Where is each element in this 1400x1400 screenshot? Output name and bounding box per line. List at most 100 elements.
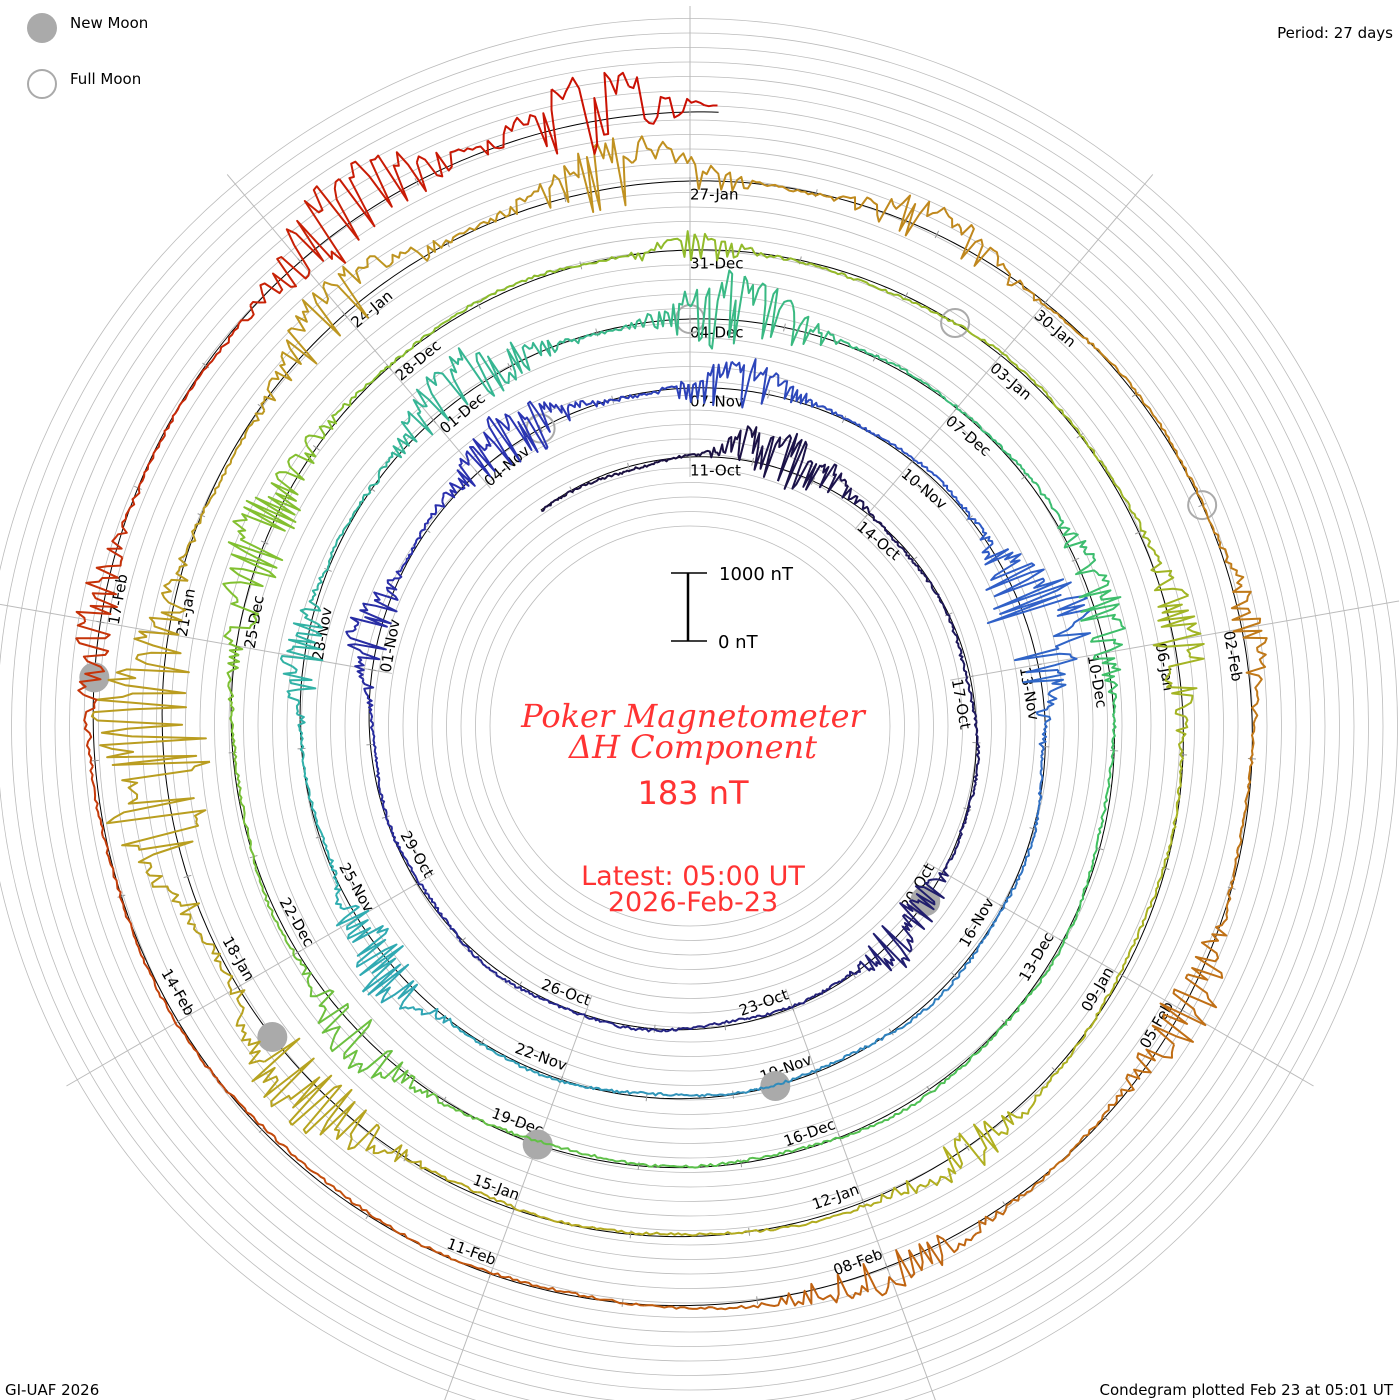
- dh-trace-segment: [890, 1175, 953, 1199]
- dh-trace-segment: [624, 1090, 669, 1097]
- dh-trace-segment: [448, 347, 511, 397]
- dh-trace-segment: [106, 488, 141, 559]
- dh-trace-segment: [83, 693, 98, 767]
- dh-trace-segment: [832, 1193, 892, 1217]
- day-tick: [293, 950, 302, 955]
- dh-trace-segment: [892, 194, 959, 237]
- dh-trace-segment: [1022, 669, 1067, 716]
- dh-trace-segment: [1080, 613, 1126, 666]
- dh-trace-segment: [477, 1191, 535, 1215]
- dh-trace-segment: [713, 1155, 766, 1167]
- dh-trace-segment: [260, 347, 302, 412]
- day-tick: [297, 258, 304, 265]
- date-label: 28-Nov: [309, 606, 336, 662]
- dh-trace-segment: [566, 480, 597, 494]
- dh-trace-segment: [1031, 798, 1042, 842]
- dh-trace-segment: [285, 178, 360, 264]
- dh-trace-segment: [624, 461, 657, 473]
- dh-trace-segment: [961, 411, 1001, 446]
- new-moon-marker: [522, 1129, 553, 1160]
- dh-trace-segment: [1152, 594, 1205, 658]
- dh-trace-segment: [1032, 481, 1065, 523]
- dh-trace-segment: [1210, 524, 1245, 587]
- dh-trace-segment: [913, 989, 948, 1019]
- day-tick: [814, 1068, 818, 1077]
- dh-trace-segment: [661, 1163, 715, 1169]
- date-label: 17-Oct: [948, 677, 975, 730]
- full-moon-marker: [1187, 490, 1218, 521]
- day-tick: [934, 230, 940, 239]
- dh-trace-segment: [881, 437, 917, 462]
- day-tick: [1071, 557, 1080, 562]
- dh-trace-segment: [602, 1020, 639, 1032]
- dh-trace-segment: [280, 622, 324, 668]
- day-tick: [645, 1093, 648, 1102]
- day-tick: [413, 881, 421, 886]
- dh-trace-segment: [1175, 716, 1189, 776]
- dh-trace-segment: [291, 1084, 379, 1151]
- dh-trace-segment: [690, 269, 746, 350]
- dh-trace-segment: [790, 304, 836, 347]
- grid-spoke: [785, 988, 936, 1400]
- dh-trace-segment: [990, 1000, 1027, 1041]
- dh-trace-segment: [235, 1001, 265, 1065]
- date-label: 13-Dec: [1015, 929, 1057, 984]
- dh-trace-segment: [343, 366, 387, 407]
- dh-trace-segment: [106, 760, 211, 825]
- date-label: 03-Jan: [986, 359, 1035, 404]
- dh-trace-segment: [400, 534, 422, 570]
- dh-trace-segment: [270, 446, 317, 502]
- credit: GI-UAF 2026: [5, 1381, 99, 1399]
- dh-trace-segment: [541, 492, 568, 513]
- dh-trace-segment: [418, 501, 446, 535]
- dh-trace-segment: [550, 71, 630, 155]
- dh-trace-segment: [1076, 863, 1094, 914]
- dh-trace-segment: [899, 900, 933, 951]
- day-tick: [1131, 391, 1139, 398]
- dh-trace-segment: [533, 1212, 594, 1229]
- dh-trace-segment: [1155, 832, 1174, 891]
- dh-trace-segment: [148, 969, 184, 1033]
- dh-trace-segment: [138, 578, 189, 638]
- dh-trace-segment: [325, 848, 342, 896]
- dh-trace-segment: [744, 1009, 780, 1021]
- dh-trace-segment: [764, 1143, 816, 1158]
- day-tick: [637, 1161, 640, 1170]
- dh-trace-segment: [642, 290, 692, 336]
- dh-trace-segment: [891, 537, 914, 563]
- dh-trace-segment: [527, 400, 571, 450]
- plotted-label: Condegram plotted Feb 23 at 05:01 UT: [1100, 1381, 1394, 1399]
- dh-trace-segment: [809, 398, 847, 420]
- dh-trace-segment: [1039, 1045, 1077, 1096]
- dh-trace-segment: [568, 398, 611, 409]
- dh-trace-segment: [546, 332, 597, 354]
- dh-trace-segment: [536, 1071, 581, 1088]
- latest-time: Latest: 05:00 UT: [581, 861, 805, 892]
- dh-trace-segment: [833, 338, 881, 360]
- dh-trace-segment: [1057, 313, 1107, 359]
- dh-trace-segment: [712, 1087, 757, 1097]
- dh-trace-segment: [251, 1037, 333, 1126]
- dh-trace-segment: [334, 894, 372, 940]
- dh-trace-segment: [299, 575, 324, 625]
- dh-trace-segment: [609, 1158, 662, 1168]
- day-tick: [1021, 474, 1029, 480]
- dh-trace-segment: [1110, 714, 1117, 766]
- date-label: 23-Oct: [737, 985, 791, 1019]
- dh-trace-segment: [575, 1292, 645, 1307]
- dh-trace-segment: [974, 519, 1010, 561]
- dh-trace-segment: [101, 836, 125, 905]
- dh-trace-segment: [301, 760, 314, 806]
- dh-trace-segment: [580, 1085, 625, 1094]
- dh-trace-segment: [448, 923, 474, 954]
- dh-trace-segment: [1245, 650, 1267, 720]
- date-label: 14-Feb: [157, 966, 198, 1019]
- full-moon-marker: [940, 307, 971, 338]
- day-tick: [861, 1198, 866, 1207]
- dh-trace-segment: [1171, 775, 1182, 834]
- dh-trace-segment: [776, 432, 822, 491]
- day-tick: [117, 894, 126, 898]
- dh-trace-segment: [750, 247, 807, 266]
- day-tick: [885, 1263, 889, 1271]
- dh-trace-segment: [373, 568, 403, 602]
